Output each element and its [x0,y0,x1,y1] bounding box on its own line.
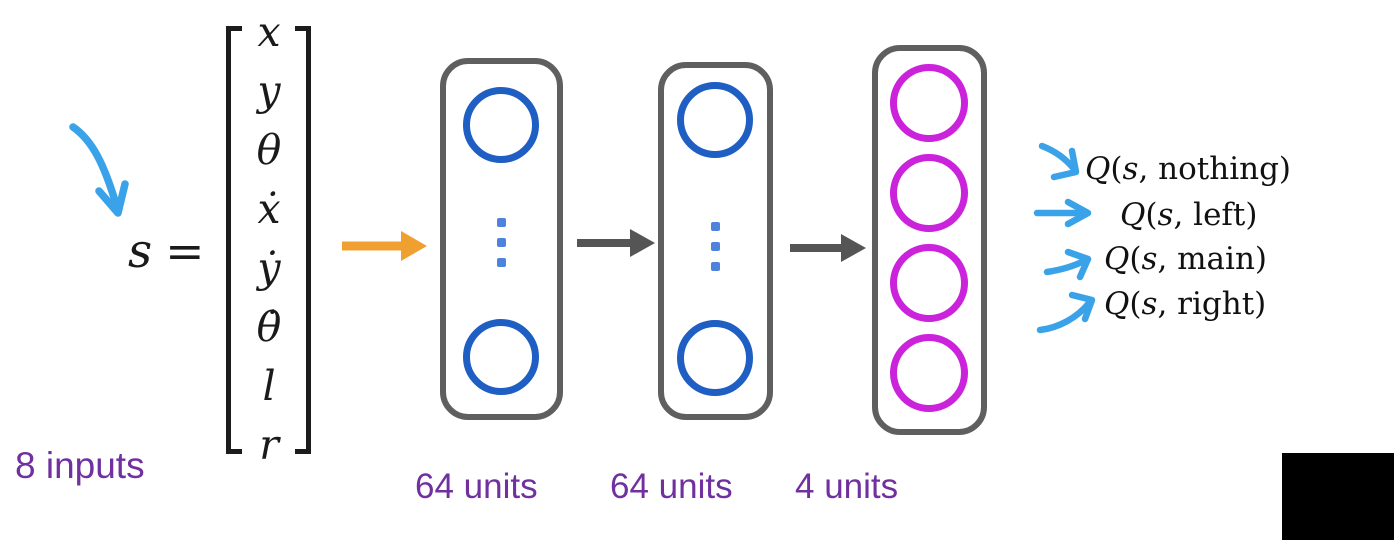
q-right-arrow-icon [1036,291,1096,334]
q-paren: ( [1110,151,1123,187]
hidden2-neuron-bottom-icon [677,320,753,396]
hidden2-ellipsis-dot-icon [711,242,720,251]
hidden1-neuron-bottom-icon [463,319,539,395]
output-neuron-2-icon [890,154,968,232]
q-main-arrow-icon [1043,248,1092,281]
arrow-hidden1-hidden2-icon [577,229,655,257]
q-arg: s [1122,151,1139,187]
hidden2-neuron-top-icon [677,82,753,158]
input-arrow-icon [342,231,427,261]
output-q-main: Q(s, main) [1104,241,1267,278]
q-action: , left) [1173,197,1258,233]
q-nothing-arrow-icon [1038,142,1080,181]
q-paren: ( [1145,197,1158,233]
equals-sign: = [165,224,205,279]
hidden-layer-1-units-label: 64 units [415,467,538,506]
output-layer-units-label: 4 units [795,467,899,506]
vector-bracket-left [226,26,242,454]
output-neuron-1-icon [890,64,968,142]
vector-entry-r: r [259,421,279,469]
q-fn: Q [1120,197,1146,233]
output-q-right: Q(s, right) [1104,286,1266,323]
q-action: , right) [1157,286,1267,322]
output-q-nothing: Q(s, nothing) [1085,151,1291,188]
vector-entry-x: x [257,8,281,56]
hidden2-ellipsis-dot-icon [711,262,720,271]
state-equation: s = [128,228,205,275]
q-action: , main) [1157,241,1268,277]
vector-bracket-right [295,26,311,454]
output-neuron-4-icon [890,334,968,412]
q-paren: ( [1129,241,1142,277]
q-arg: s [1157,197,1174,233]
hidden2-ellipsis-dot-icon [711,222,720,231]
q-fn: Q [1085,151,1111,187]
q-left-arrow-icon [1033,198,1092,228]
state-annotation-arrow-icon [69,123,129,217]
q-fn: Q [1104,241,1130,277]
state-vector: x y θ ẋ ẏ θ̇ l r [228,3,310,475]
inputs-count-label: 8 inputs [15,445,145,486]
hidden1-ellipsis-dot-icon [497,238,506,247]
hidden1-neuron-top-icon [463,87,539,163]
q-action: , nothing) [1138,151,1292,187]
hidden1-ellipsis-dot-icon [497,218,506,227]
vector-entry-l: l [262,362,276,410]
output-neuron-3-icon [890,244,968,322]
vector-entry-y: y [257,67,281,115]
vector-entry-theta-dot: θ̇ [256,303,282,351]
q-paren: ( [1129,286,1142,322]
vector-entry-x-dot: ẋ [257,185,281,233]
video-corner-block [1282,453,1394,540]
vector-entry-y-dot: ẏ [257,244,281,292]
arrow-hidden2-output-icon [790,234,866,262]
vector-entry-theta: θ [256,126,282,174]
output-q-left: Q(s, left) [1120,197,1257,234]
q-arg: s [1141,241,1158,277]
q-arg: s [1141,286,1158,322]
hidden1-ellipsis-dot-icon [497,258,506,267]
state-symbol: s [128,224,153,279]
q-fn: Q [1104,286,1130,322]
hidden-layer-2-units-label: 64 units [610,467,733,506]
